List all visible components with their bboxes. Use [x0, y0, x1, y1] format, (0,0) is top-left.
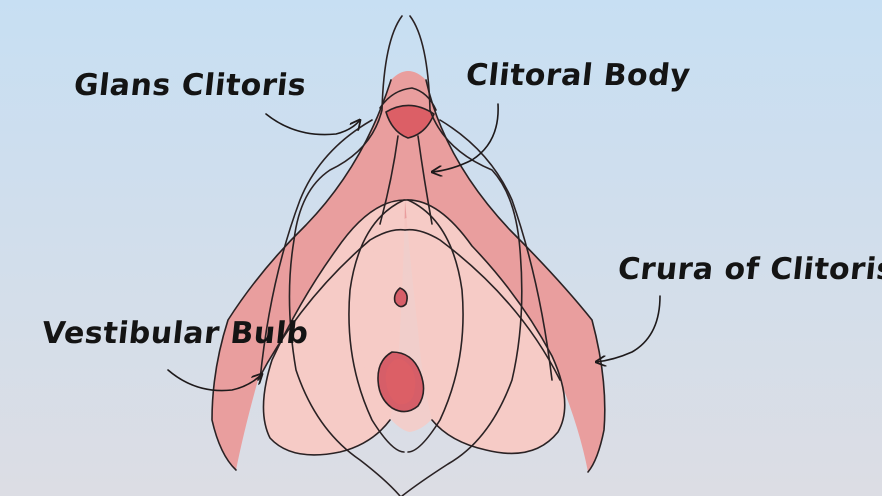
arrow-crura: [596, 295, 661, 362]
glans-shape: [386, 105, 434, 138]
arrow-glans: [265, 113, 360, 136]
label-glans-clitoris: Glans Clitoris: [72, 68, 309, 103]
anatomy-outlines: [211, 15, 606, 496]
label-crura-of-clitoris: Crura of Clitoris: [616, 252, 882, 287]
arrow-bulb: [167, 369, 262, 392]
vaginal-opening-inner: [385, 358, 416, 405]
urethral-opening: [394, 288, 408, 307]
label-vestibular-bulb: Vestibular Bulb: [40, 316, 311, 351]
label-clitoral-body: Clitoral Body: [464, 58, 693, 93]
arrow-body: [432, 103, 499, 172]
